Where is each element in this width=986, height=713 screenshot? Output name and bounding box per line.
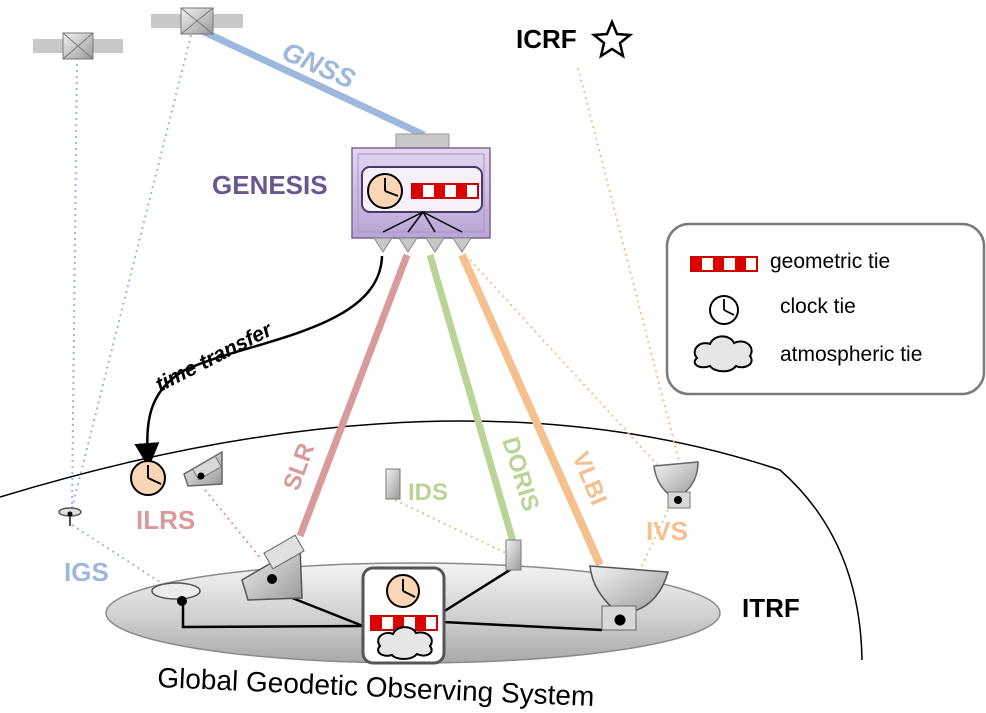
satellite-icon xyxy=(33,32,123,60)
igs-link-center-satellite xyxy=(71,34,192,509)
time-transfer-arrow xyxy=(134,255,384,468)
star-icon xyxy=(590,18,634,59)
legend-geometric-label: geometric tie xyxy=(770,250,890,273)
legend-atmospheric-label: atmospheric tie xyxy=(780,343,922,366)
legend-clock-label: clock tie xyxy=(780,295,856,318)
icrf-link xyxy=(577,67,681,466)
ivs-link-ground xyxy=(639,509,669,571)
clock-icon xyxy=(386,574,420,608)
ivs-label: IVS xyxy=(646,516,688,546)
slr-label: SLR xyxy=(278,440,320,494)
legend-cloud-icon xyxy=(693,335,753,373)
laser-telescope-icon xyxy=(183,450,223,487)
doris-beacon-icon xyxy=(505,539,522,571)
doris-beam xyxy=(426,254,518,546)
radio-telescope-icon xyxy=(653,461,699,509)
radio-telescope-icon xyxy=(589,565,669,631)
clock-icon xyxy=(130,460,166,496)
slr-beam xyxy=(296,253,411,538)
ids-label: IDS xyxy=(408,479,448,506)
vlbi-beam xyxy=(458,253,604,567)
igs-label: IGS xyxy=(64,557,109,587)
cloud-icon xyxy=(377,626,433,660)
legend-clock-icon xyxy=(709,295,739,325)
igs-link-left-satellite xyxy=(71,57,78,509)
clock-icon xyxy=(367,173,403,209)
ilrs-link xyxy=(204,489,263,561)
ground-network xyxy=(181,566,603,632)
gnss-beam xyxy=(198,26,426,139)
antenna-icon xyxy=(58,507,82,526)
doris-beacon-icon xyxy=(385,468,401,500)
geometric-tie-icon xyxy=(411,183,479,199)
satellite-icon xyxy=(151,7,243,35)
legend: geometric tie clock tie atmospheric tie xyxy=(665,222,986,396)
tie-station xyxy=(361,566,446,665)
time-transfer-label: time transfer xyxy=(152,317,277,396)
ivs-link-genesis xyxy=(469,259,663,471)
earth-horizon xyxy=(0,420,863,661)
ids-link xyxy=(394,499,511,556)
laser-telescope-icon xyxy=(241,534,305,601)
itrf-label: ITRF xyxy=(742,593,800,623)
genesis-label: GENESIS xyxy=(212,170,328,200)
ggos-caption: Global Geodetic Observing System xyxy=(157,662,595,712)
legend-geometric-icon xyxy=(690,256,758,272)
icrf-label: ICRF xyxy=(516,24,577,54)
ilrs-label: ILRS xyxy=(136,505,195,535)
antenna-icon xyxy=(151,582,201,606)
service-links xyxy=(71,34,681,596)
